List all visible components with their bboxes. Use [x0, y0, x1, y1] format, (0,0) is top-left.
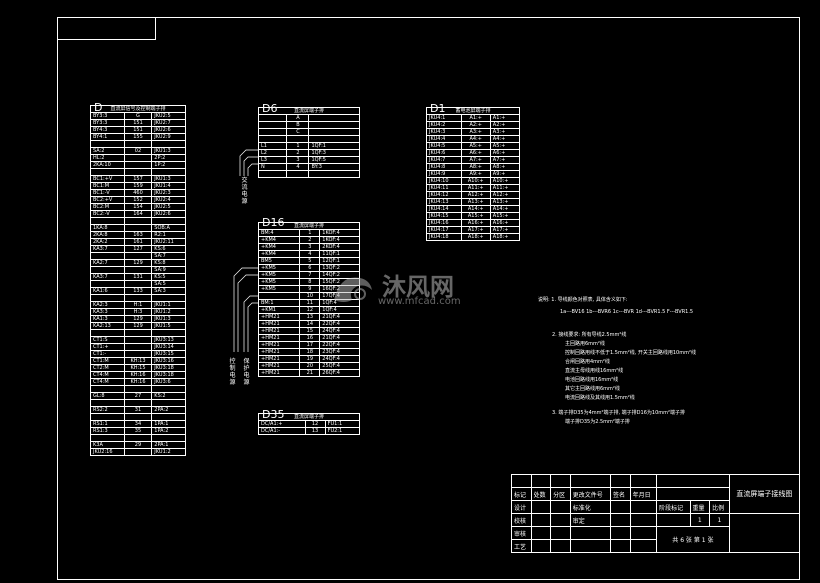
cell-to: 26QF:4: [319, 369, 360, 377]
cell-terminal: 21: [299, 369, 321, 377]
tb-blank: [656, 487, 730, 501]
tb-blank: [629, 513, 658, 527]
drawing-title: 直流屏端子接线图: [728, 474, 801, 514]
tb-cell: [530, 526, 552, 540]
table-row: JKU2:16 JKU1:2: [90, 448, 186, 456]
cell-to: JKU1:2: [151, 448, 186, 456]
note-line: 2. 接线要求: 所有导线2.5mm²线: [552, 332, 627, 338]
stage-label: 阶段标记: [656, 500, 691, 514]
tb-header: 签名: [610, 487, 631, 501]
tb-cell: [610, 539, 631, 553]
tb-header: 标记: [511, 487, 532, 501]
tb-blank: [728, 513, 801, 553]
cell-to: A18:+: [489, 233, 521, 241]
tb-blank: [530, 474, 552, 488]
tb-cell: 校核: [511, 513, 532, 527]
tb-cell: 审核: [511, 526, 532, 540]
cell-to: FU2:1: [324, 427, 361, 435]
tb-cell: [530, 513, 552, 527]
tb-blank: [629, 474, 658, 488]
tb-blank: [569, 474, 612, 488]
tb-blank: [656, 474, 730, 488]
weight-value: 1: [689, 513, 711, 527]
note-line: 说明: 1. 导线颜色对照表, 具体含义如下:: [538, 297, 628, 303]
tb-cell: [550, 500, 571, 514]
tb-header: 分区: [550, 487, 571, 501]
note-line: 直流主母线用线16mm²线: [565, 368, 624, 374]
cell-from: [257, 170, 288, 178]
tb-blank: [656, 513, 691, 527]
tb-blank: [629, 539, 658, 553]
tb-cell: [550, 526, 571, 540]
cell-to: [308, 170, 360, 178]
d6-vertical-label: 交流电源: [241, 177, 248, 205]
note-line: 3. 端子排D35为4mm²端子排, 端子排D16为10mm²端子排: [552, 410, 685, 416]
scale-value: 1: [709, 513, 730, 527]
note-line: 控制回路用线不低于1.5mm²线, 开关主回路线用10mm²线: [565, 350, 696, 356]
table-row: [257, 170, 360, 178]
tb-blank: [629, 526, 658, 540]
tb-cell: 标准化: [569, 500, 612, 514]
d16-vertical-label-protect: 保护电源: [243, 358, 250, 386]
drawing-border: [57, 17, 800, 580]
d16-vertical-label-control: 控制电源: [229, 358, 236, 386]
tb-blank: [629, 500, 658, 514]
tb-cell: [569, 526, 612, 540]
tb-cell: [550, 539, 571, 553]
title-block: 直流屏端子接线图标记处数分区更改文件号签名年月日设计标准化阶段标记重量比例校核审…: [511, 474, 801, 553]
tb-header: 处数: [530, 487, 552, 501]
cell-from: +HM21: [257, 369, 301, 377]
tb-header: 更改文件号: [569, 487, 612, 501]
tb-blank: [511, 474, 532, 488]
note-line: 主回路用6mm²线: [565, 341, 605, 347]
note-line: 合闸回路用4mm²线: [565, 359, 610, 365]
tb-header: 年月日: [629, 487, 658, 501]
watermark-url: www.mfcad.com: [378, 296, 461, 307]
watermark-brand: 沐风网: [382, 273, 454, 301]
tb-blank: [610, 474, 631, 488]
cell-terminal: [286, 170, 310, 178]
note-line: 电流回路线及其线用1.5mm²线: [565, 395, 635, 401]
tb-cell: [530, 539, 552, 553]
corner-stamp-box: [57, 17, 156, 40]
tb-cell: [610, 513, 631, 527]
note-line: 其它主回路线用6mm²线: [565, 386, 620, 392]
tb-cell: 审定: [569, 513, 612, 527]
tb-cell: 工艺: [511, 539, 532, 553]
sheet-count: 共 6 张 第 1 张: [656, 526, 730, 553]
scale-label: 比例: [709, 500, 730, 514]
note-line: 1a---BV16 1b---BVR6 1c---BVR 1d---BVR1.5…: [560, 309, 694, 315]
tb-cell: [569, 539, 612, 553]
tb-blank: [550, 474, 571, 488]
tb-cell: [610, 526, 631, 540]
watermark-logo-icon: [334, 277, 372, 302]
tb-cell: [530, 500, 552, 514]
tb-cell: 设计: [511, 500, 532, 514]
weight-label: 重量: [689, 500, 711, 514]
tb-cell: [610, 500, 631, 514]
note-line: 端子排D35为2.5mm²端子排: [565, 419, 630, 425]
cell-from: JKU2:16: [90, 448, 125, 456]
tb-cell: [550, 513, 571, 527]
note-line: 电池回路线用16mm²线: [565, 377, 619, 383]
